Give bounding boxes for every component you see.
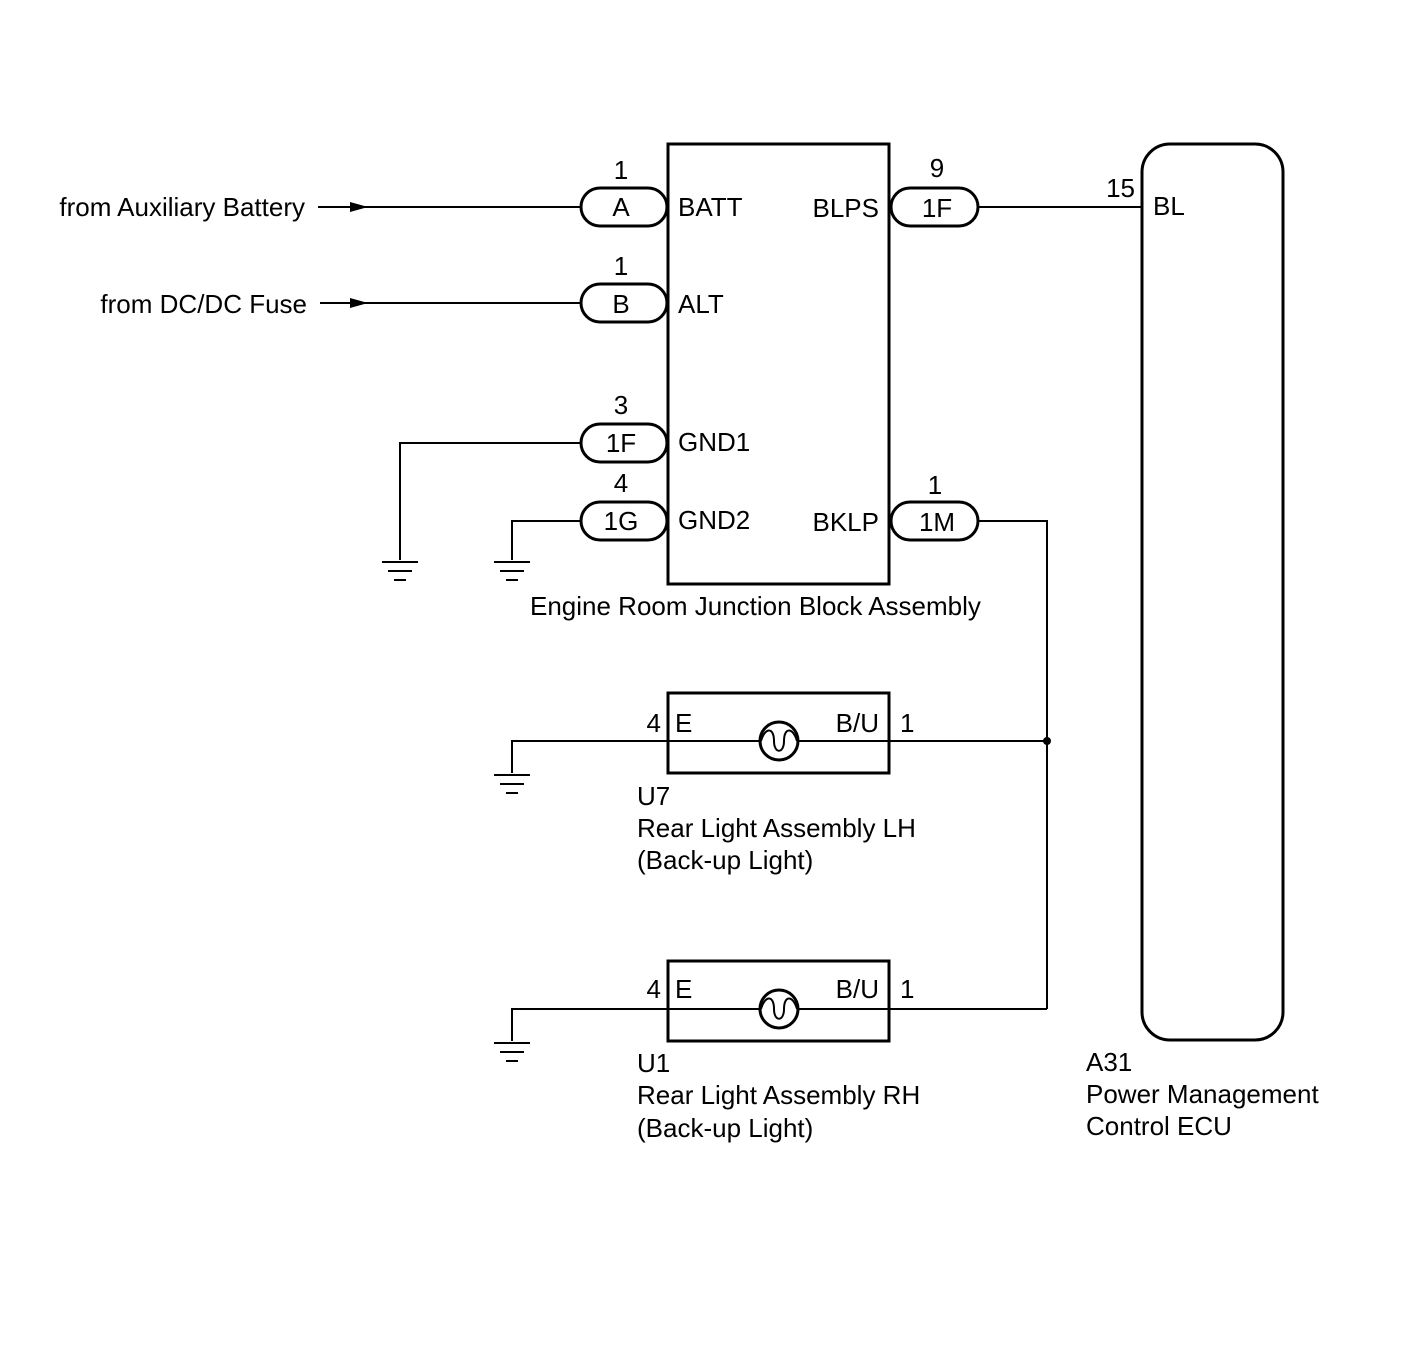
connector-pin: 3 (614, 390, 628, 420)
light-name: Rear Light Assembly LH (637, 813, 916, 843)
connector-code: A (612, 192, 630, 222)
connector-gnd2: 1G 4 (579, 468, 669, 542)
connector-alt: B 1 (579, 251, 669, 324)
ground-icon (382, 561, 418, 581)
terminal-gnd2: GND2 (678, 505, 750, 535)
terminal-bklp: BKLP (813, 507, 880, 537)
connector-blps: 1F 9 (889, 153, 980, 228)
input-dcdc-fuse: from DC/DC Fuse (100, 289, 582, 319)
ecu: 15 BL A31 Power Management Control ECU (1086, 142, 1319, 1141)
connector-pin: 4 (614, 468, 628, 498)
connector-batt: A 1 (579, 155, 669, 228)
input-aux-battery-label: from Auxiliary Battery (59, 192, 305, 222)
light-sub: (Back-up Light) (637, 1113, 813, 1143)
ground-icon (494, 1042, 530, 1062)
connector-code: B (612, 289, 629, 319)
arrow-right-icon (350, 202, 368, 212)
ecu-id: A31 (1086, 1047, 1132, 1077)
ground-icon (494, 774, 530, 794)
input-aux-battery: from Auxiliary Battery (59, 192, 582, 222)
ground-icon (494, 561, 530, 581)
arrow-right-icon (350, 298, 368, 308)
terminal-batt: BATT (678, 192, 743, 222)
gnd2-wire (511, 520, 582, 560)
light-pin-e: 4 (647, 974, 661, 1004)
junction-block-title: Engine Room Junction Block Assembly (530, 591, 981, 621)
terminal-gnd1: GND1 (678, 427, 750, 457)
gnd1-wire (399, 442, 582, 560)
junction-block-box (666, 142, 891, 586)
lh-ground-wire (511, 740, 668, 773)
terminal-blps: BLPS (813, 193, 880, 223)
light-sub: (Back-up Light) (637, 845, 813, 875)
ecu-name-line1: Power Management (1086, 1079, 1319, 1109)
light-pin-bu: 1 (900, 974, 914, 1004)
light-term-bu: B/U (836, 708, 879, 738)
light-box (666, 959, 891, 1043)
connector-bklp: 1M 1 (889, 470, 980, 542)
light-id: U1 (637, 1048, 670, 1078)
connector-pin: 1 (928, 470, 942, 500)
bulb-icon (758, 988, 800, 1030)
ecu-name-line2: Control ECU (1086, 1111, 1232, 1141)
light-term-e: E (675, 974, 692, 1004)
connector-pin: 1 (614, 251, 628, 281)
light-term-bu: B/U (836, 974, 879, 1004)
connector-pill (579, 282, 669, 324)
connector-pin: 1 (614, 155, 628, 185)
junction-block: Engine Room Junction Block Assembly BATT… (530, 142, 981, 621)
rear-light-lh: 4 E B/U 1 U7 Rear Light Assembly LH (Bac… (637, 691, 916, 875)
connector-pill (579, 186, 669, 228)
connector-code: 1F (606, 428, 636, 458)
light-id: U7 (637, 781, 670, 811)
connector-pin: 9 (930, 153, 944, 183)
bklp-bus-wire (978, 520, 1048, 1009)
ecu-box (1140, 142, 1285, 1042)
connector-code: 1F (922, 193, 952, 223)
light-box (666, 691, 891, 775)
ecu-terminal: BL (1153, 191, 1185, 221)
light-name: Rear Light Assembly RH (637, 1080, 920, 1110)
light-pin-e: 4 (647, 708, 661, 738)
connector-code: 1M (919, 507, 955, 537)
rh-ground-wire (511, 1008, 668, 1041)
light-pin-bu: 1 (900, 708, 914, 738)
light-term-e: E (675, 708, 692, 738)
connector-code: 1G (604, 506, 639, 536)
connector-gnd1: 1F 3 (579, 390, 669, 464)
input-dcdc-fuse-label: from DC/DC Fuse (100, 289, 307, 319)
rear-light-rh: 4 E B/U 1 U1 Rear Light Assembly RH (Bac… (637, 959, 920, 1143)
terminal-alt: ALT (678, 289, 724, 319)
bulb-icon (758, 720, 800, 762)
ecu-pin: 15 (1106, 173, 1135, 203)
